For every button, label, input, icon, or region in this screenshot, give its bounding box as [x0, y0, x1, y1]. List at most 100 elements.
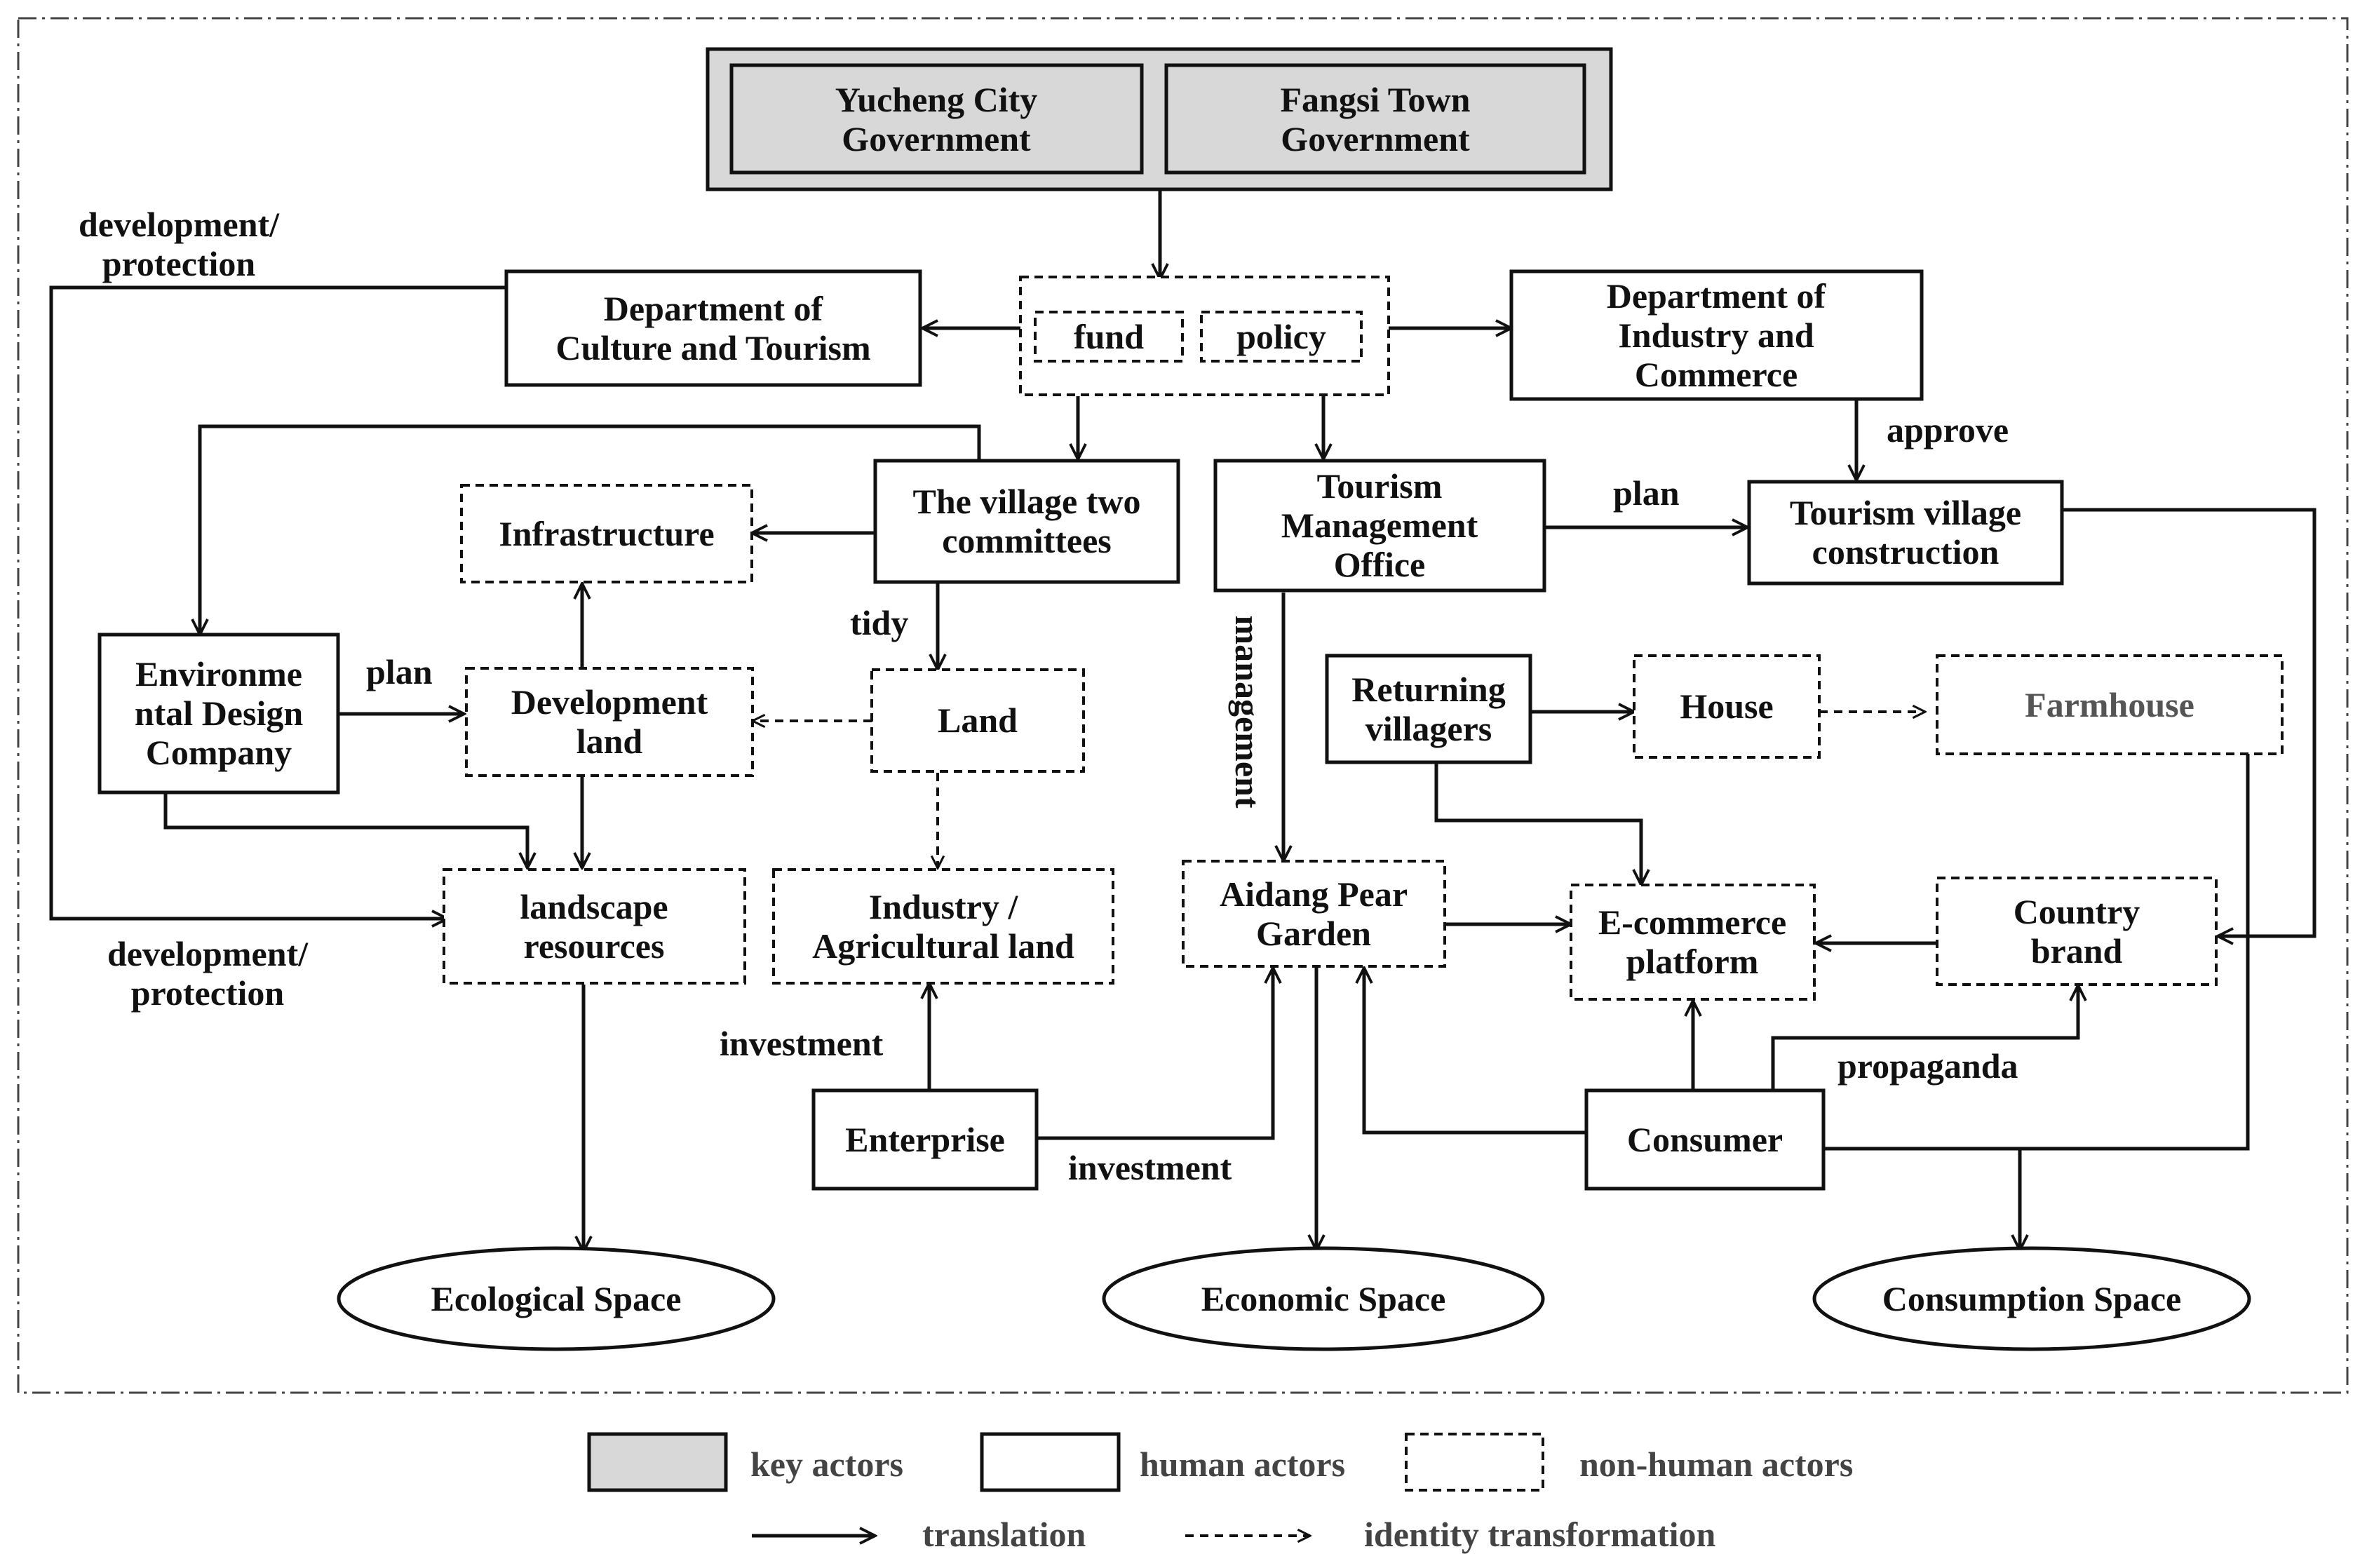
node-dept-culture [504, 269, 922, 387]
edges [49, 191, 2317, 1252]
label-line: development/ [79, 205, 280, 244]
label-line: resources [524, 926, 665, 966]
legend: key actors human actors non-human actors… [587, 1432, 1853, 1554]
label-economic-space: Economic Space [1201, 1279, 1446, 1318]
edge-farmhouse-to-consumption [1823, 754, 2250, 1151]
label-propaganda: propaganda [1837, 1046, 2018, 1086]
node-land [870, 668, 1085, 773]
label-line: Returning [1351, 670, 1505, 709]
label-line: Land [938, 701, 1018, 740]
label-development-protection-bottom: development/protection [107, 934, 309, 1013]
node-fangsi-gov [1164, 63, 1586, 175]
label-line: protection [131, 973, 285, 1013]
label-land: Land [938, 701, 1018, 740]
label-ecological-space: Ecological Space [431, 1279, 682, 1318]
edge-tourism-village-to-brand [2062, 508, 2317, 936]
label-line: Economic Space [1201, 1279, 1446, 1318]
label-line: The village two [913, 482, 1141, 521]
label-line: fund [1074, 317, 1144, 356]
legend-non-human-actors-swatch [1405, 1433, 1544, 1492]
label-line: Industry / [869, 887, 1019, 926]
label-enterprise: Enterprise [845, 1120, 1005, 1159]
node-infrastructure [460, 484, 753, 583]
label-line: Commerce [1635, 355, 1798, 394]
label-line: committees [942, 521, 1112, 560]
label-line: ntal Design [135, 694, 304, 733]
node-dev-land [465, 667, 754, 777]
legend-human-actors-label: human actors [1140, 1445, 1345, 1484]
node-consumer [1584, 1088, 1826, 1191]
edge-investment-aidang [1037, 968, 1273, 1140]
label-line: landscape [520, 887, 668, 926]
node-farmhouse [1936, 654, 2284, 755]
label-house: House [1680, 687, 1773, 726]
label-line: Department of [1607, 276, 1827, 316]
label-line: villagers [1365, 709, 1492, 748]
node-enterprise [811, 1088, 1039, 1191]
label-infrastructure: Infrastructure [499, 514, 714, 553]
node-policy [1200, 311, 1363, 363]
label-line: Country [2014, 892, 2140, 931]
edge-committees-to-env-design [200, 424, 981, 635]
node-fund [1034, 311, 1184, 363]
label-line: House [1680, 687, 1773, 726]
legend-human-actors-swatch [980, 1432, 1121, 1492]
label-line: construction [1812, 532, 2000, 572]
label-line: policy [1236, 317, 1326, 356]
label-line: Fangsi Town [1281, 80, 1471, 119]
label-line: Office [1334, 545, 1425, 584]
label-line: Government [1281, 119, 1470, 158]
label-line: Infrastructure [499, 514, 714, 553]
label-line: Yucheng City [835, 80, 1037, 119]
outer-frame [17, 17, 2349, 1394]
label-line: Garden [1256, 914, 1371, 953]
label-development-protection-top: development/protection [79, 205, 280, 283]
label-line: protection [102, 244, 256, 283]
node-country-brand [1936, 877, 2218, 986]
label-policy: policy [1236, 317, 1326, 356]
label-line: Industry and [1618, 316, 1814, 355]
node-house [1633, 654, 1821, 759]
label-plan-tourism: plan [1613, 473, 1680, 513]
label-consumption-space: Consumption Space [1882, 1279, 2182, 1318]
node-ecological-space [337, 1246, 776, 1351]
label-management: management [1228, 616, 1267, 809]
label-consumer: Consumer [1627, 1120, 1783, 1159]
label-line: Development [511, 682, 708, 722]
edge-consumer-to-aidang [1364, 968, 1586, 1135]
node-consumption-space [1812, 1246, 2251, 1351]
label-line: Government [842, 119, 1031, 158]
node-dept-industry [1509, 269, 1924, 401]
label-line: Management [1281, 506, 1478, 545]
label-industry-land: Industry /Agricultural land [812, 887, 1074, 966]
label-line: Consumer [1627, 1120, 1783, 1159]
label-tidy: tidy [850, 603, 908, 642]
label-line: Tourism village [1790, 493, 2021, 532]
node-village-committees [873, 459, 1180, 584]
label-line: development/ [107, 934, 309, 973]
node-yucheng-gov [729, 63, 1144, 175]
label-line: Tourism [1317, 466, 1443, 506]
label-line: Aidang Pear [1220, 874, 1408, 914]
label-line: platform [1626, 942, 1759, 981]
legend-translation-label: translation [922, 1515, 1086, 1554]
node-aidang [1182, 860, 1446, 968]
node-tourism-village [1747, 480, 2064, 586]
label-line: Department of [604, 289, 824, 328]
node-returning-villagers [1325, 654, 1532, 764]
node-economic-space [1102, 1246, 1545, 1351]
label-line: Enterprise [845, 1120, 1005, 1159]
node-tourism-office [1213, 459, 1546, 593]
edge-env-design-to-landscape [163, 794, 527, 868]
edge-propaganda [1771, 985, 2078, 1090]
